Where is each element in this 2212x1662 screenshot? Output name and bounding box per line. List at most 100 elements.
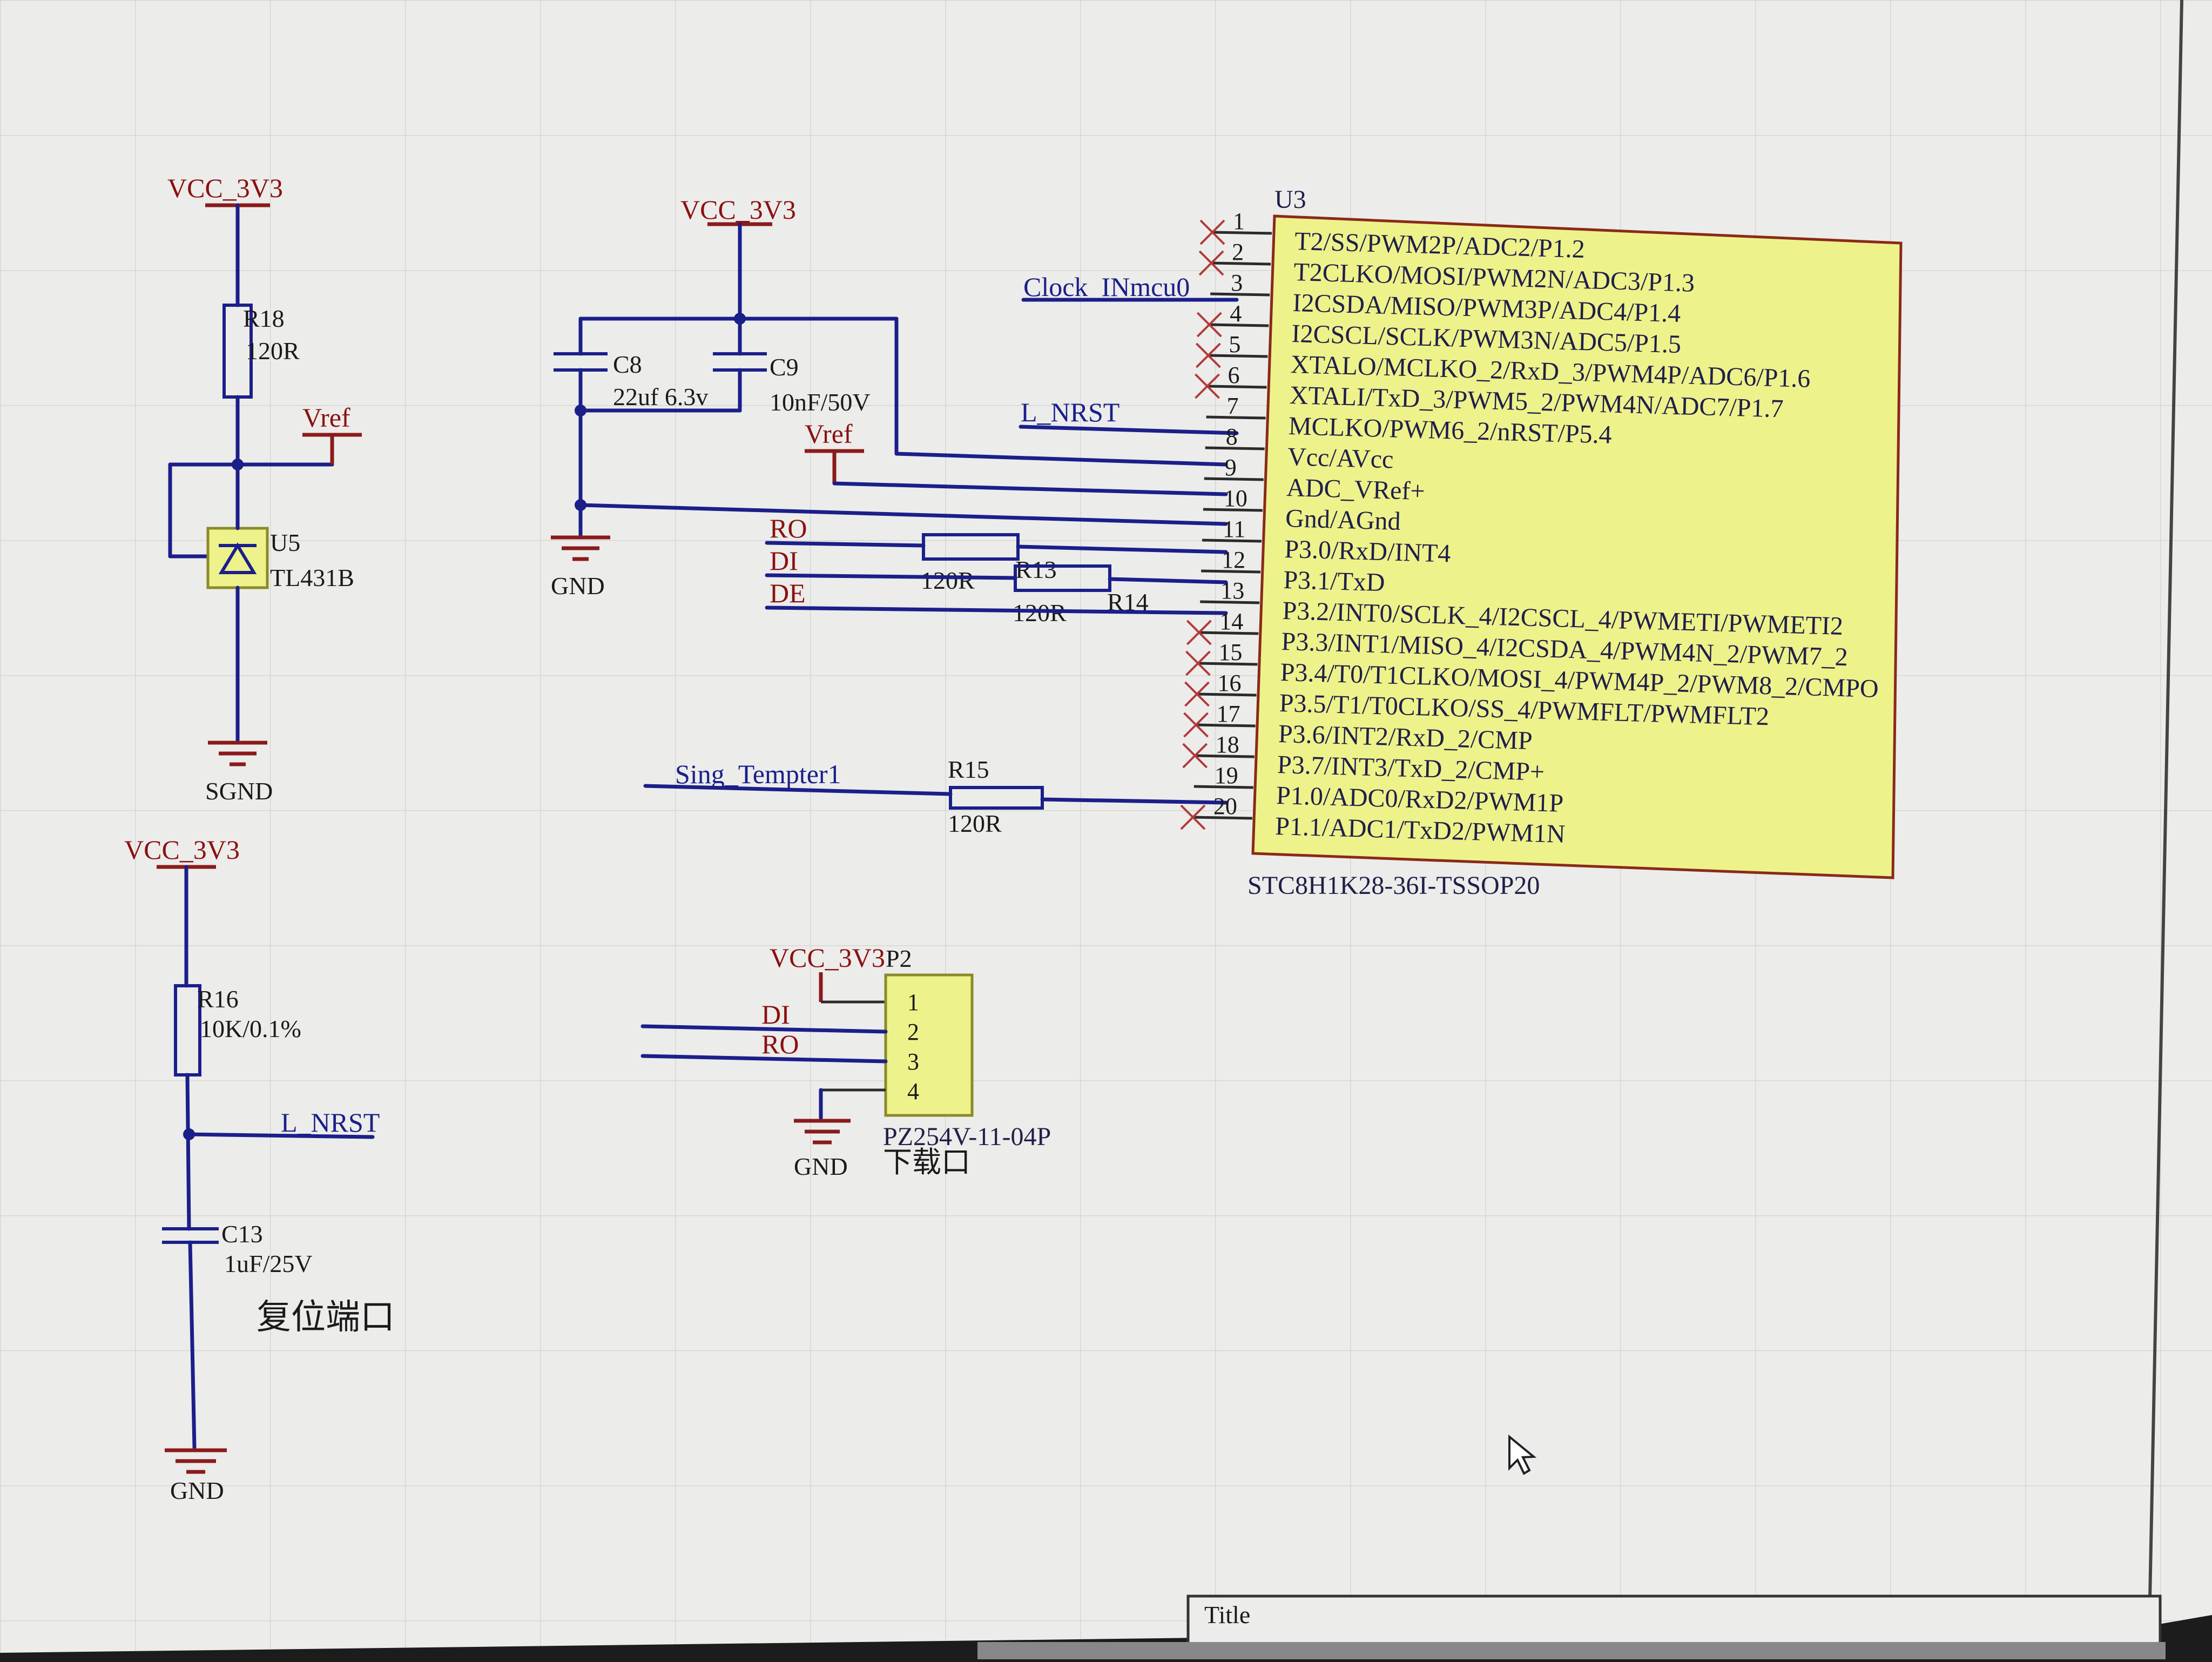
scrollbar[interactable] — [977, 1642, 2166, 1659]
u3-pin-number: 4 — [1230, 300, 1242, 327]
r18-value: 120R — [246, 337, 300, 365]
u3-pin-number: 1 — [1233, 208, 1245, 234]
c8-ref: C8 — [613, 351, 642, 378]
resistor-r13[interactable]: 120R R13 — [921, 533, 1057, 594]
u3-pin-number: 18 — [1216, 731, 1239, 758]
p2-note: 下载口 — [883, 1146, 970, 1179]
u3-pin-number: 20 — [1213, 793, 1237, 819]
decoupling-circuit: VCC_3V3 C8 22uf 6.3v C9 10nF/50V GND — [551, 194, 1228, 600]
gnd-label-3: GND — [170, 1477, 224, 1504]
p2-pin2: 2 — [907, 1019, 919, 1045]
r13-value: 120R — [921, 567, 975, 594]
r16-value: 10K/0.1% — [200, 1015, 301, 1042]
u3-pin-line — [1209, 323, 1269, 327]
r16-ref: R16 — [197, 985, 239, 1013]
gnd-symbol-3: GND — [165, 1448, 227, 1504]
net-nrst-1: L_NRST — [1021, 397, 1120, 427]
p2-pin4: 4 — [907, 1078, 919, 1105]
u3-pin-line — [1201, 569, 1261, 574]
no-connect-icon — [1183, 712, 1209, 738]
no-connect-icon — [1180, 804, 1206, 830]
u3-pin-number: 19 — [1215, 762, 1238, 789]
mcu-u3[interactable]: U3 1T2/SS/PWM2P/ADC2/P1.22T2CLKO/MOSI/PW… — [1180, 185, 1903, 900]
u3-pin-number: 3 — [1231, 270, 1243, 296]
capacitor-c13[interactable]: C13 1uF/25V — [162, 1220, 313, 1277]
reset-circuit: VCC_3V3 R16 10K/0.1% L_NRST C13 1uF/25V … — [124, 835, 395, 1504]
u3-pin-line — [1212, 231, 1272, 235]
u3-pin-line — [1200, 600, 1260, 604]
u3-pin-line — [1210, 292, 1270, 297]
c13-value: 1uF/25V — [224, 1250, 313, 1277]
u3-pin-line — [1196, 723, 1256, 728]
u3-pin-line — [1192, 816, 1252, 820]
regulator-u5[interactable]: U5 TL431B — [206, 527, 354, 591]
net-clock: Clock_INmcu0 — [1023, 272, 1190, 302]
net-di-2: DI — [761, 999, 790, 1030]
u3-pin-number: 16 — [1218, 670, 1242, 696]
resistor-r15[interactable]: R15 120R — [948, 756, 1044, 837]
no-connect-icon — [1184, 681, 1210, 707]
u3-pins: 1T2/SS/PWM2P/ADC2/P1.22T2CLKO/MOSI/PWM2N… — [1180, 208, 1879, 849]
u3-pin-number: 2 — [1232, 239, 1244, 265]
c13-ref: C13 — [221, 1220, 263, 1248]
gnd-symbol-1: GND — [551, 535, 610, 600]
no-connect-icon — [1185, 650, 1211, 676]
vcc-label-4: VCC_3V3 — [770, 943, 885, 973]
p2-ref: P2 — [886, 945, 912, 972]
r15-value: 120R — [948, 810, 1002, 837]
u3-body — [1251, 214, 1903, 879]
u3-pin-line — [1208, 354, 1268, 358]
gnd-label-2: GND — [794, 1153, 848, 1180]
title-label: Title — [1204, 1601, 1250, 1629]
vref-label-2: Vref — [805, 419, 853, 449]
sgnd-symbol: SGND — [205, 741, 273, 805]
u3-pin-line — [1204, 477, 1264, 481]
u3-ref: U3 — [1274, 185, 1306, 214]
u3-pin-number: 8 — [1226, 423, 1238, 450]
u3-pin-line — [1198, 662, 1258, 666]
header-p2[interactable]: VCC_3V3 P2 1 2 3 4 DI RO GND PZ254V-11-0… — [640, 943, 1051, 1180]
u3-pin-line — [1207, 385, 1267, 389]
u3-pin-number: 15 — [1218, 639, 1242, 665]
mouse-cursor-icon — [1508, 1434, 1537, 1475]
net-sing: Sing_Tempter1 — [675, 759, 841, 789]
capacitor-c8[interactable]: C8 22uf 6.3v — [554, 351, 708, 411]
u3-pin-line — [1211, 261, 1271, 266]
reset-note: 复位端口 — [257, 1298, 395, 1336]
u3-pin-number: 17 — [1217, 701, 1240, 727]
net-nrst-2: L_NRST — [281, 1107, 380, 1138]
u3-pin-number: 7 — [1227, 393, 1239, 419]
u3-pin-name: ADC_VRef+ — [1286, 473, 1425, 506]
vref-circuit: VCC_3V3 R18 120R Vref U5 TL431B SGND — [167, 173, 362, 805]
u3-pin-name: Vcc/AVcc — [1287, 442, 1394, 474]
u5-value: TL431B — [270, 564, 354, 591]
r13-ref: R13 — [1015, 556, 1057, 583]
c8-value: 22uf 6.3v — [613, 383, 708, 411]
u3-pin-name: P3.6/INT2/RxD_2/CMP — [1278, 719, 1533, 755]
u3-pin-line — [1193, 785, 1253, 789]
no-connect-icon — [1195, 342, 1221, 368]
u3-pin-line — [1202, 539, 1262, 543]
u3-pin-name: P3.0/RxD/INT4 — [1284, 535, 1451, 568]
p2-pin1: 1 — [907, 989, 919, 1015]
sheet-border — [2148, 0, 2183, 1626]
u3-pin-line — [1195, 754, 1255, 758]
gnd-symbol-2: GND — [794, 1119, 851, 1180]
u3-pin-number: 14 — [1219, 608, 1243, 635]
u3-pin-line — [1203, 508, 1263, 512]
u5-ref: U5 — [270, 529, 300, 556]
c9-ref: C9 — [770, 353, 799, 381]
capacitor-c9[interactable]: C9 10nF/50V — [713, 352, 871, 416]
no-connect-icon — [1182, 743, 1208, 769]
u3-pin-name: Gnd/AGnd — [1285, 504, 1401, 536]
net-ro-1: RO — [770, 513, 807, 543]
